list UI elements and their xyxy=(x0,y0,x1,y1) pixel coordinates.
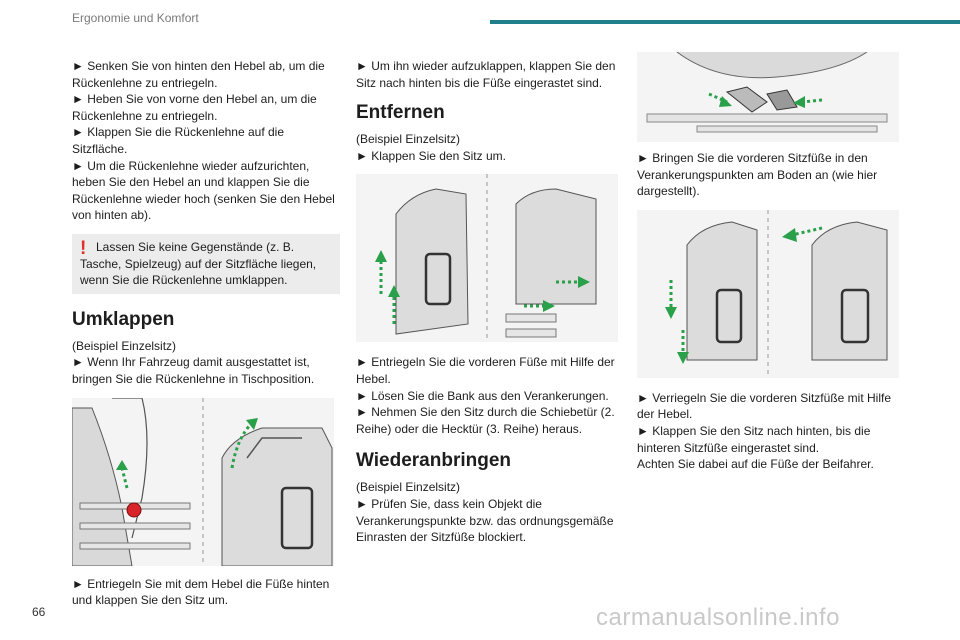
instruction-text: ► Um die Rückenlehne wieder aufzurichten… xyxy=(72,158,335,223)
instruction-text: ► Senken Sie von hinten den Hebel ab, um… xyxy=(72,59,325,90)
header-accent-bar xyxy=(490,20,960,24)
example-label: (Beispiel Einzelsitz) xyxy=(72,338,177,353)
seat-remove-illustration xyxy=(356,174,618,343)
instruction-text: ► Nehmen Sie den Sitz durch die Schiebet… xyxy=(356,405,615,436)
instruction-text: Achten Sie dabei auf die Füße der Beifah… xyxy=(637,457,874,472)
section-heading-umklappen: Umklappen xyxy=(72,308,175,330)
instruction-text: ► Prüfen Sie, dass kein Objekt die Veran… xyxy=(356,496,614,545)
exclamation-icon: ! xyxy=(80,237,87,259)
section-heading-entfernen: Entfernen xyxy=(356,102,445,124)
anchor-closeup-illustration xyxy=(637,52,899,142)
warning-text: Lassen Sie keine Gegenstände (z. B. Tasc… xyxy=(80,239,317,288)
instruction-text: ► Bringen Sie die vorderen Sitzfüße in d… xyxy=(637,151,878,199)
instruction-text: ► Klappen Sie den Sitz nach hinten, bis … xyxy=(637,423,871,455)
example-label: (Beispiel Einzelsitz) xyxy=(356,480,461,495)
section-heading-wiederanbringen: Wiederanbringen xyxy=(356,450,512,472)
instruction-text: ► Klappen Sie die Rückenlehne auf die Si… xyxy=(72,125,285,156)
example-label: (Beispiel Einzelsitz) xyxy=(356,132,461,147)
instruction-text: ► Entriegeln Sie mit dem Hebel die Füße … xyxy=(72,576,330,608)
column-3: ► Bringen Sie die vorderen Sitzfüße in d… xyxy=(637,52,899,473)
warning-box: ! Lassen Sie keine Gegenstände (z. B. Ta… xyxy=(72,233,340,294)
watermark-text: carmanualsonline.info xyxy=(596,604,840,631)
seat-fold-illustration xyxy=(72,397,334,566)
figure-umklappen xyxy=(72,397,334,566)
instruction-text: ► Entriegeln Sie die vorderen Füße mit H… xyxy=(356,355,615,386)
instruction-text: ► Lösen Sie die Bank aus den Verankerung… xyxy=(356,388,609,403)
instruction-text: ► Verriegeln Sie die vorderen Sitzfüße m… xyxy=(637,390,891,422)
instruction-text: ► Heben Sie von vorne den Hebel an, um d… xyxy=(72,92,317,123)
figure-anchor-closeup xyxy=(637,52,899,142)
instruction-text: ► Um ihn wieder aufzuklappen, klappen Si… xyxy=(356,59,616,90)
figure-entfernen xyxy=(356,174,618,343)
instruction-text: ► Klappen Sie den Sitz um. xyxy=(356,148,506,163)
figure-wiederanbringen xyxy=(637,209,899,378)
header-title: Ergonomie und Komfort xyxy=(72,11,199,25)
instruction-text: ► Wenn Ihr Fahrzeug damit ausgestattet i… xyxy=(72,355,315,386)
column-1: ► Senken Sie von hinten den Hebel ab, um… xyxy=(72,58,340,609)
seat-reinstall-illustration xyxy=(637,209,899,378)
column-2: ► Um ihn wieder aufzuklappen, klappen Si… xyxy=(356,58,618,546)
page-number: 66 xyxy=(32,605,46,619)
